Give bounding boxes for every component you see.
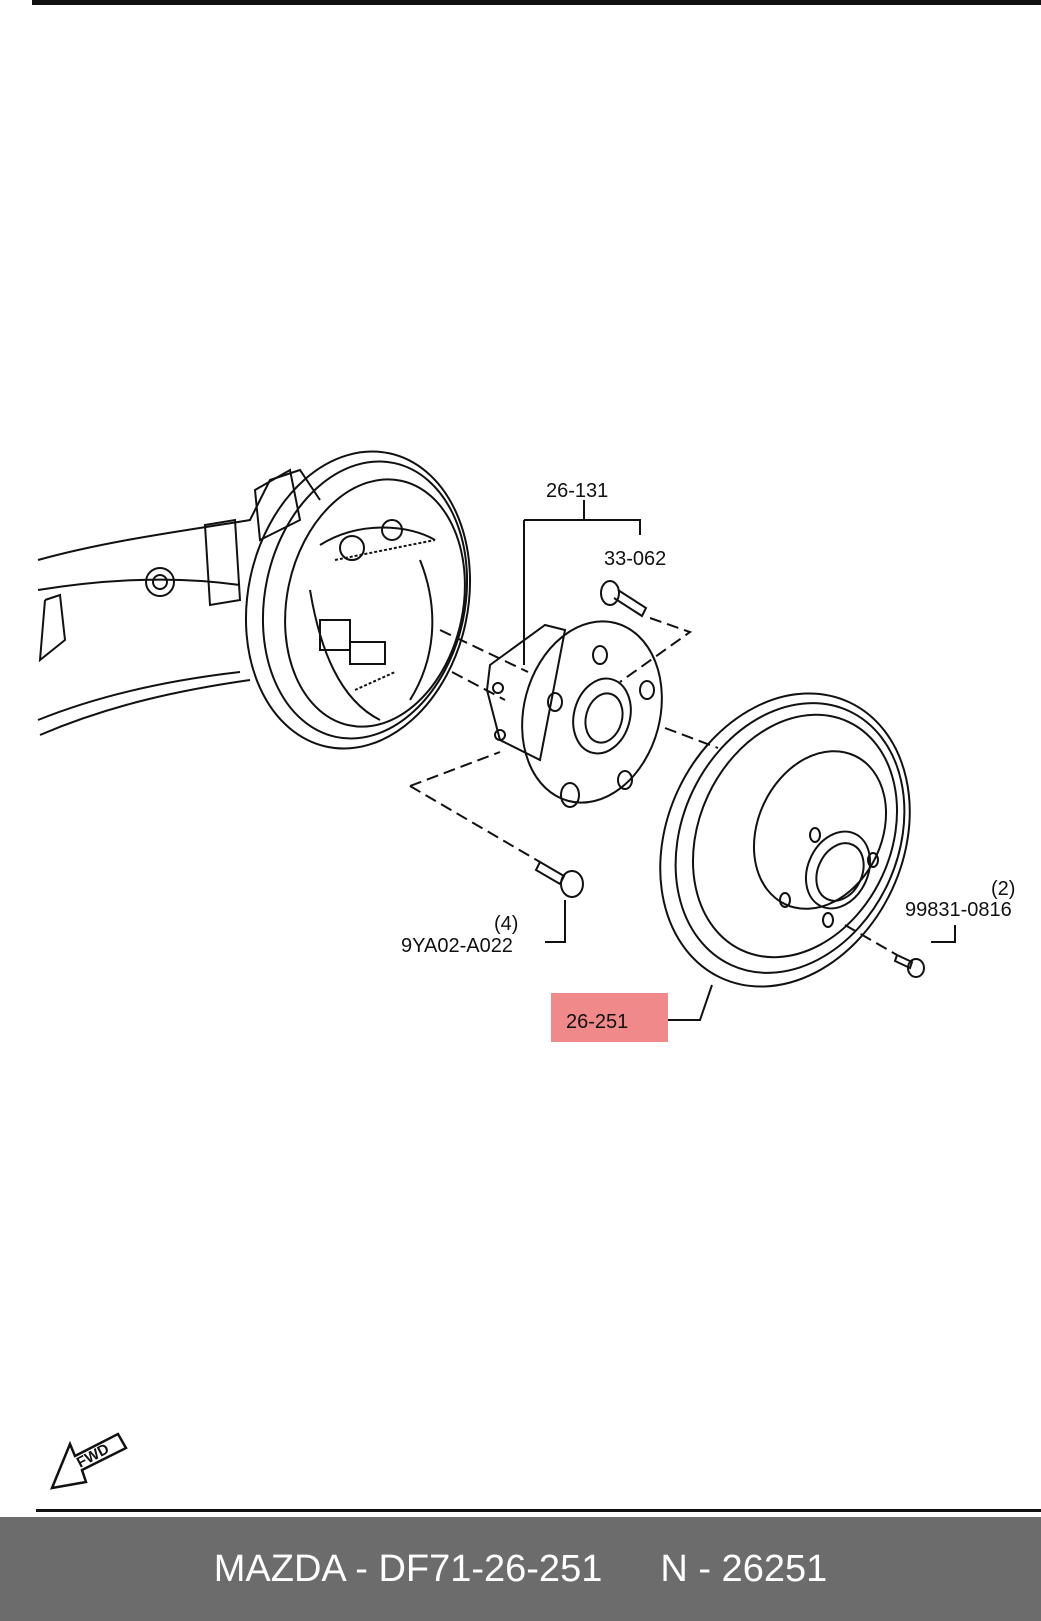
part-number: MAZDA - DF71-26-251 <box>213 1547 603 1590</box>
callout-screw: 99831-0816 <box>905 899 1012 921</box>
hub-bolt-stud <box>600 580 648 618</box>
fwd-arrow-icon: FWD <box>49 1432 128 1490</box>
callout-hub-bolt-stud: 33-062 <box>604 548 666 570</box>
callout-mount-bolt-qty: (4) <box>494 913 518 935</box>
callout-hub-assembly: 26-131 <box>546 480 608 502</box>
part-number-footer: MAZDA - DF71-26-251 N - 26251 <box>0 1517 1041 1621</box>
suspension-arm <box>37 468 321 736</box>
exploded-parts-diagram: 26-131 33-062 (4) 9YA02-A022 (2) 99831-0… <box>32 0 1041 1512</box>
brake-backing-plate <box>244 450 472 750</box>
mount-bolt <box>534 860 584 898</box>
cross-reference-number: N - 26251 <box>660 1547 828 1590</box>
assembly-guide-lines <box>409 617 898 956</box>
drum-screw <box>893 953 925 978</box>
wheel-hub-assembly <box>485 620 663 808</box>
callout-mount-bolt: 9YA02-A022 <box>401 935 513 957</box>
fwd-label: FWD <box>74 1440 112 1471</box>
callout-brake-drum: 26-251 <box>566 1011 628 1033</box>
leader-lines <box>523 500 956 1021</box>
brake-drum <box>659 692 911 988</box>
top-border <box>32 0 1041 5</box>
callout-screw-qty: (2) <box>991 878 1015 900</box>
bottom-rule <box>36 1509 1041 1512</box>
brake-drum-highlight <box>551 993 668 1042</box>
